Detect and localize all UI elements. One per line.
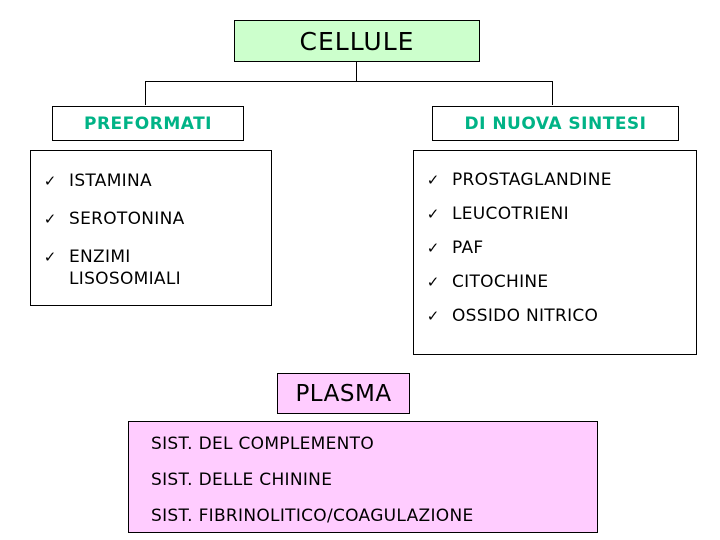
check-icon: ✓ [43,172,57,190]
list-item-label: SEROTONINA [69,209,185,229]
node-plasma[interactable]: PLASMA [277,373,410,414]
connector-root-stem [356,62,357,82]
check-icon: ✓ [426,171,440,189]
list-item-label: CITOCHINE [452,272,549,292]
check-icon: ✓ [426,307,440,325]
header-di-nuova-sintesi[interactable]: DI NUOVA SINTESI [432,106,679,141]
list-item-label: ENZIMI LISOSOMIALI [69,247,181,289]
connector-branch-bar [145,81,553,82]
panel-preformati: ✓ ISTAMINA ✓ SEROTONINA ✓ ENZIMI LISOSOM… [30,150,272,306]
list-item[interactable]: ✓ CITOCHINE [414,271,696,293]
list-item[interactable]: SIST. DELLE CHININE [151,470,333,490]
node-plasma-label: PLASMA [295,380,392,407]
panel-plasma: SIST. DEL COMPLEMENTO SIST. DELLE CHININ… [128,421,598,533]
list-item[interactable]: ✓ PROSTAGLANDINE [414,169,696,191]
list-item[interactable]: ✓ OSSIDO NITRICO [414,305,696,327]
header-di-nuova-sintesi-label: DI NUOVA SINTESI [464,113,647,134]
header-preformati-label: PREFORMATI [84,113,212,134]
node-cellule-label: CELLULE [299,26,415,56]
list-item[interactable]: ✓ PAF [414,237,696,259]
list-item-label: PROSTAGLANDINE [452,170,612,190]
list-item-label: OSSIDO NITRICO [452,306,599,326]
check-icon: ✓ [426,205,440,223]
check-icon: ✓ [43,210,57,228]
list-item-label: PAF [452,238,484,258]
panel-di-nuova-sintesi: ✓ PROSTAGLANDINE ✓ LEUCOTRIENI ✓ PAF ✓ C… [413,150,697,355]
list-item[interactable]: SIST. DEL COMPLEMENTO [151,434,375,454]
node-cellule[interactable]: CELLULE [234,20,480,62]
check-icon: ✓ [43,248,57,266]
connector-drop-nuova-sintesi [552,81,553,105]
connector-drop-preformati [145,81,146,105]
list-item-label: LEUCOTRIENI [452,204,569,224]
check-icon: ✓ [426,273,440,291]
list-item[interactable]: SIST. FIBRINOLITICO/COAGULAZIONE [151,506,474,526]
list-item[interactable]: ✓ ENZIMI LISOSOMIALI [31,246,271,290]
check-icon: ✓ [426,239,440,257]
list-item-label: ISTAMINA [69,171,152,191]
list-item[interactable]: ✓ SEROTONINA [31,208,271,230]
list-item[interactable]: ✓ LEUCOTRIENI [414,203,696,225]
list-item[interactable]: ✓ ISTAMINA [31,170,271,192]
header-preformati[interactable]: PREFORMATI [52,106,244,141]
